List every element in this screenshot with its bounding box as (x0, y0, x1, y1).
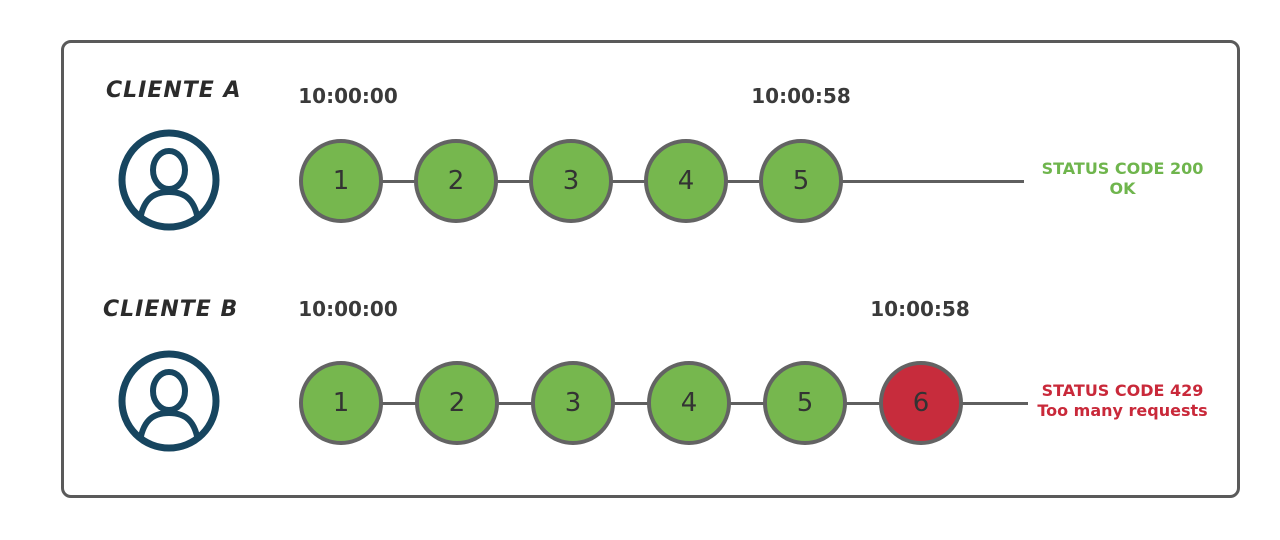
start-timestamp: 10:00:00 (298, 84, 398, 108)
status-title: STATUS CODE 429 (1041, 381, 1204, 400)
status-subtitle: Too many requests (1037, 401, 1208, 420)
diagram-frame (61, 40, 1240, 498)
user-avatar-icon (118, 350, 220, 452)
status-text: STATUS CODE 429 Too many requests (1020, 381, 1225, 421)
status-title: STATUS CODE 200 (1041, 159, 1204, 178)
end-timestamp: 10:00:58 (751, 84, 851, 108)
request-node-5: 5 (759, 139, 843, 223)
request-node-1: 1 (299, 361, 383, 445)
start-timestamp: 10:00:00 (298, 297, 398, 321)
request-node-3: 3 (529, 139, 613, 223)
request-node-5: 5 (763, 361, 847, 445)
request-node-2: 2 (414, 139, 498, 223)
end-timestamp: 10:00:58 (870, 297, 970, 321)
request-node-1: 1 (299, 139, 383, 223)
request-node-2: 2 (415, 361, 499, 445)
user-avatar-icon (118, 129, 220, 231)
request-node-3: 3 (531, 361, 615, 445)
client-label: CLIENTE A (106, 78, 242, 103)
request-node-4: 4 (644, 139, 728, 223)
status-text: STATUS CODE 200 OK (1020, 159, 1225, 199)
request-node-4: 4 (647, 361, 731, 445)
status-subtitle: OK (1109, 179, 1136, 198)
request-node-6-rejected: 6 (879, 361, 963, 445)
client-label: CLIENTE B (103, 297, 239, 322)
